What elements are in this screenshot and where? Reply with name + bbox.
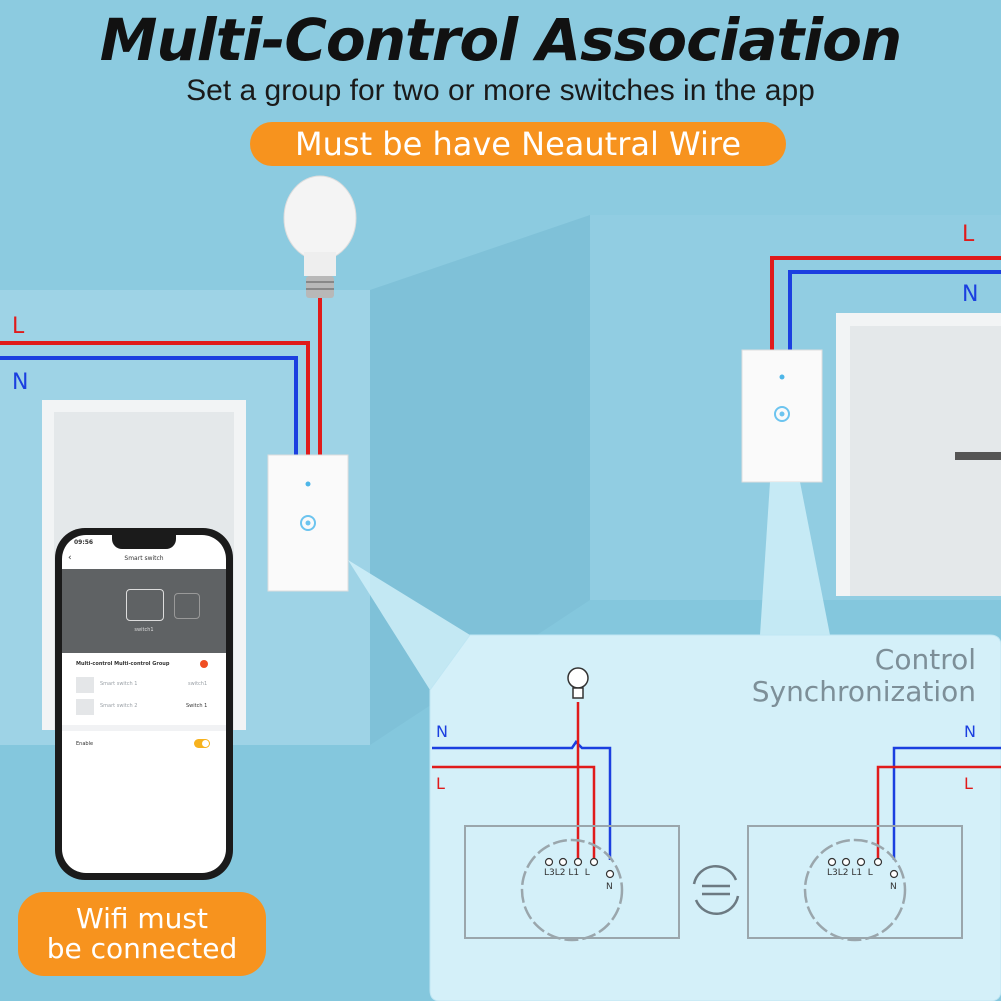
terminal-dots-left <box>544 857 615 879</box>
callout-beam-right <box>760 482 830 635</box>
terminal-labels-right: L3L2 L1 L <box>827 868 873 878</box>
right-door <box>850 326 1001 596</box>
toggle-knob <box>202 740 209 747</box>
right-wall-switch <box>741 349 823 483</box>
diagram-right-live <box>876 765 1001 860</box>
neutral-wire-notice: Must be have Neautral Wire <box>250 122 786 166</box>
page-title: Multi-Control Association <box>99 6 902 74</box>
left-wall-switch <box>267 454 349 592</box>
sync-icon <box>692 864 740 916</box>
diagram-switch-right <box>747 825 963 939</box>
wifi-notice-line2: be connected <box>46 932 238 965</box>
wifi-notice-line1: Wifi must <box>76 902 208 935</box>
terminal-dots-right <box>827 857 899 879</box>
diagram-left-live <box>432 765 596 860</box>
right-live-label: L <box>962 222 975 247</box>
light-bulb-icon <box>283 175 357 298</box>
neutral-terminal-left: N <box>606 882 613 892</box>
diagram-right-live-label: L <box>964 774 973 793</box>
switch-device-other[interactable] <box>174 593 200 619</box>
device-label: switch1 <box>134 627 154 633</box>
diagram-title-line1: Control <box>874 643 976 676</box>
row2-value: Switch 1 <box>186 703 208 709</box>
terminal-labels-left: L3L2 L1 L <box>544 868 590 878</box>
row1-name: Smart switch 1 <box>100 681 138 687</box>
wifi-notice: Wifi must be connected <box>18 892 266 976</box>
phone-notch <box>112 535 176 549</box>
diagram-panel <box>429 634 1001 1001</box>
divider <box>62 725 226 731</box>
left-live-label: L <box>12 314 25 339</box>
status-time: 09:56 <box>74 539 94 546</box>
right-live-wire <box>770 256 1001 350</box>
page-subtitle: Set a group for two or more switches in … <box>186 74 815 107</box>
diagram-right-neutral <box>892 746 1001 860</box>
row2-thumbnail <box>76 699 94 715</box>
row1-value: switch1 <box>188 681 208 687</box>
diagram-bulb-icon <box>567 667 589 699</box>
diagram-title-line2: Synchronization <box>751 675 976 708</box>
device-preview: switch1 <box>62 569 226 653</box>
group-title: Multi-control Multi-control Group <box>76 661 170 667</box>
enable-toggle[interactable] <box>194 739 210 748</box>
switch-device-selected[interactable] <box>126 589 164 621</box>
phone-screen: 09:56 ‹ Smart switch switch1 Multi-contr… <box>62 535 226 873</box>
right-neutral-wire <box>788 270 1001 350</box>
add-icon[interactable] <box>200 660 208 668</box>
row1-thumbnail <box>76 677 94 693</box>
callout-beam-left <box>348 560 470 690</box>
left-neutral-wire <box>0 356 298 455</box>
door-handle <box>955 452 1001 460</box>
diagram-right-neutral-label: N <box>964 722 976 741</box>
diagram-switch-right-body <box>803 838 907 942</box>
diagram-left-live-label: L <box>436 774 445 793</box>
back-icon[interactable]: ‹ <box>68 553 72 563</box>
enable-label: Enable <box>76 741 94 747</box>
row2-name: Smart switch 2 <box>100 703 138 709</box>
diagram-switch-left <box>464 825 680 939</box>
diagram-switch-left-body <box>520 838 624 942</box>
left-live-wire <box>0 341 310 455</box>
diagram-left-neutral-label: N <box>436 722 448 741</box>
neutral-terminal-right: N <box>890 882 897 892</box>
right-neutral-label: N <box>962 282 979 307</box>
screen-title: Smart switch <box>124 555 164 562</box>
left-neutral-label: N <box>12 370 29 395</box>
